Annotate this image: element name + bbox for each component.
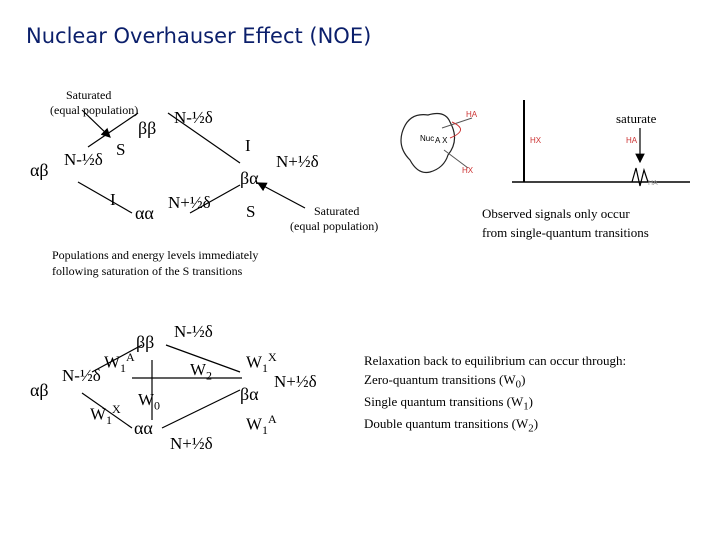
- relaxation-line-w2-end: ): [533, 416, 539, 432]
- level-line: [161, 389, 241, 429]
- slide-title: Nuclear Overhauser Effect (NOE): [26, 24, 372, 48]
- relaxation-line-w2: Double quantum transitions (W2): [364, 415, 626, 437]
- saturate-label: saturate: [616, 111, 657, 126]
- peak-ha-saturated: [631, 167, 649, 187]
- relaxation-line-w0: Zero-quantum transitions (W0): [364, 371, 626, 393]
- state-ab-top: αβ: [30, 160, 49, 180]
- w1x-left-base: W: [90, 404, 107, 424]
- w1x-right-sup: X: [268, 350, 277, 364]
- state-bb-bottom: ββ: [136, 332, 155, 352]
- w1x-right-sub: 1: [262, 361, 269, 376]
- pop-bottom-bottom-diagram: N+½δ: [170, 434, 213, 453]
- w1a-right-base: W: [246, 414, 263, 434]
- bond-line: [441, 117, 473, 129]
- pop-ba-top: N+½δ: [276, 152, 319, 171]
- relaxation-text: Relaxation back to equilibrium can occur…: [364, 352, 626, 438]
- pop-top-bottom-diagram: N-½δ: [174, 322, 213, 341]
- saturated-label-left-line1: Saturated: [66, 88, 112, 102]
- state-aa-top: αα: [135, 203, 154, 223]
- pop-bb-top: N-½δ: [174, 108, 213, 127]
- molecule-label-hx: HX: [462, 166, 474, 175]
- w1a-left-sub: 1: [120, 361, 127, 376]
- saturated-label-left-line2: (equal population): [50, 103, 139, 117]
- w1x-right-base: W: [246, 352, 263, 372]
- peak-label-ha: HA: [626, 136, 638, 145]
- w0-sub: 0: [154, 398, 161, 413]
- w0-base: W: [138, 390, 155, 409]
- state-ba-top: βα: [240, 168, 259, 188]
- transition-i-right: I: [245, 136, 251, 155]
- saturated-label-right-line1: Saturated: [314, 204, 360, 218]
- molecule-outline: [400, 112, 456, 174]
- transition-s-left: S: [116, 140, 126, 159]
- transition-s-right: S: [246, 202, 256, 221]
- observed-note-line2: from single-quantum transitions: [482, 224, 649, 240]
- w2-sub: 2: [206, 368, 213, 383]
- w2-label: W2: [190, 360, 212, 383]
- w1x-left: W1X: [90, 402, 121, 428]
- relaxation-line-w0-end: ): [521, 371, 526, 387]
- level-line: [87, 112, 139, 148]
- w1a-right-sub: 1: [262, 423, 269, 438]
- w1x-left-sub: 1: [106, 413, 113, 428]
- relaxation-line-w1-text: Single quantum transitions (W: [364, 394, 524, 410]
- saturated-label-right: Saturated (equal population): [290, 204, 378, 234]
- w1a-left: W1A: [104, 350, 135, 376]
- level-line: [167, 112, 241, 164]
- w1a-right-sup: A: [268, 412, 277, 426]
- observed-note-line1: Observed signals only occur: [482, 206, 630, 221]
- relaxation-line-w2-sub: 2: [528, 423, 534, 435]
- saturated-arrow-right: [256, 182, 306, 209]
- state-aa-bottom: αα: [134, 418, 153, 438]
- populations-note: Populations and energy levels immediatel…: [52, 248, 258, 279]
- bond-line: [443, 149, 469, 169]
- relaxation-line-w1: Single quantum transitions (W1): [364, 393, 626, 415]
- w1a-left-base: W: [104, 352, 121, 372]
- w1x-right: W1X: [246, 350, 277, 376]
- relaxation-intro: Relaxation back to equilibrium can occur…: [364, 353, 627, 368]
- peak-label-ha-sub: HA: [648, 180, 658, 187]
- w1a-right: W1A: [246, 412, 277, 438]
- w1a-left-sup: A: [126, 350, 135, 364]
- molecule-label-ha: HA: [466, 110, 478, 119]
- relaxation-line-w1-end: ): [528, 394, 533, 410]
- level-line: [189, 184, 241, 214]
- molecule-label-nuc: Nuc: [420, 134, 435, 143]
- saturated-label-right-line2: (equal population): [290, 219, 379, 233]
- relaxation-line-w2-text: Double quantum transitions (W: [364, 416, 529, 432]
- saturated-arrow-left: [81, 109, 111, 138]
- state-ab-bottom: αβ: [30, 380, 49, 400]
- level-line: [77, 181, 133, 214]
- molecule-label-ax: A X: [435, 136, 448, 145]
- pop-right-bottom-diagram: N+½δ: [274, 372, 317, 391]
- relaxation-line-w0-sub: 0: [515, 378, 522, 391]
- state-bb-top: ββ: [138, 118, 157, 138]
- w1x-left-sup: X: [112, 402, 121, 416]
- saturated-label-left: Saturated (equal population): [50, 88, 138, 118]
- populations-note-line1: Populations and energy levels immediatel…: [52, 248, 259, 262]
- state-ba-bottom: βα: [240, 384, 259, 404]
- level-line: [81, 392, 133, 429]
- w0-label: W0: [138, 390, 160, 413]
- relaxation-line-w1-sub: 1: [523, 400, 529, 413]
- level-line: [91, 344, 143, 373]
- peak-label-hx: HX: [530, 136, 542, 145]
- w2-base: W: [190, 360, 207, 379]
- relaxation-line-w0-text: Zero-quantum transitions (W: [364, 371, 516, 387]
- noe-arrow: [449, 121, 461, 139]
- transition-i-left: I: [110, 190, 116, 209]
- observed-note: Observed signals only occur from single-…: [482, 205, 649, 243]
- pop-ab-top: N-½δ: [64, 150, 103, 169]
- pop-aa-top: N+½δ: [168, 193, 211, 212]
- pop-left-bottom-diagram: N-½δ: [62, 366, 101, 385]
- level-line: [165, 344, 241, 373]
- populations-note-line2: following saturation of the S transition…: [52, 263, 243, 278]
